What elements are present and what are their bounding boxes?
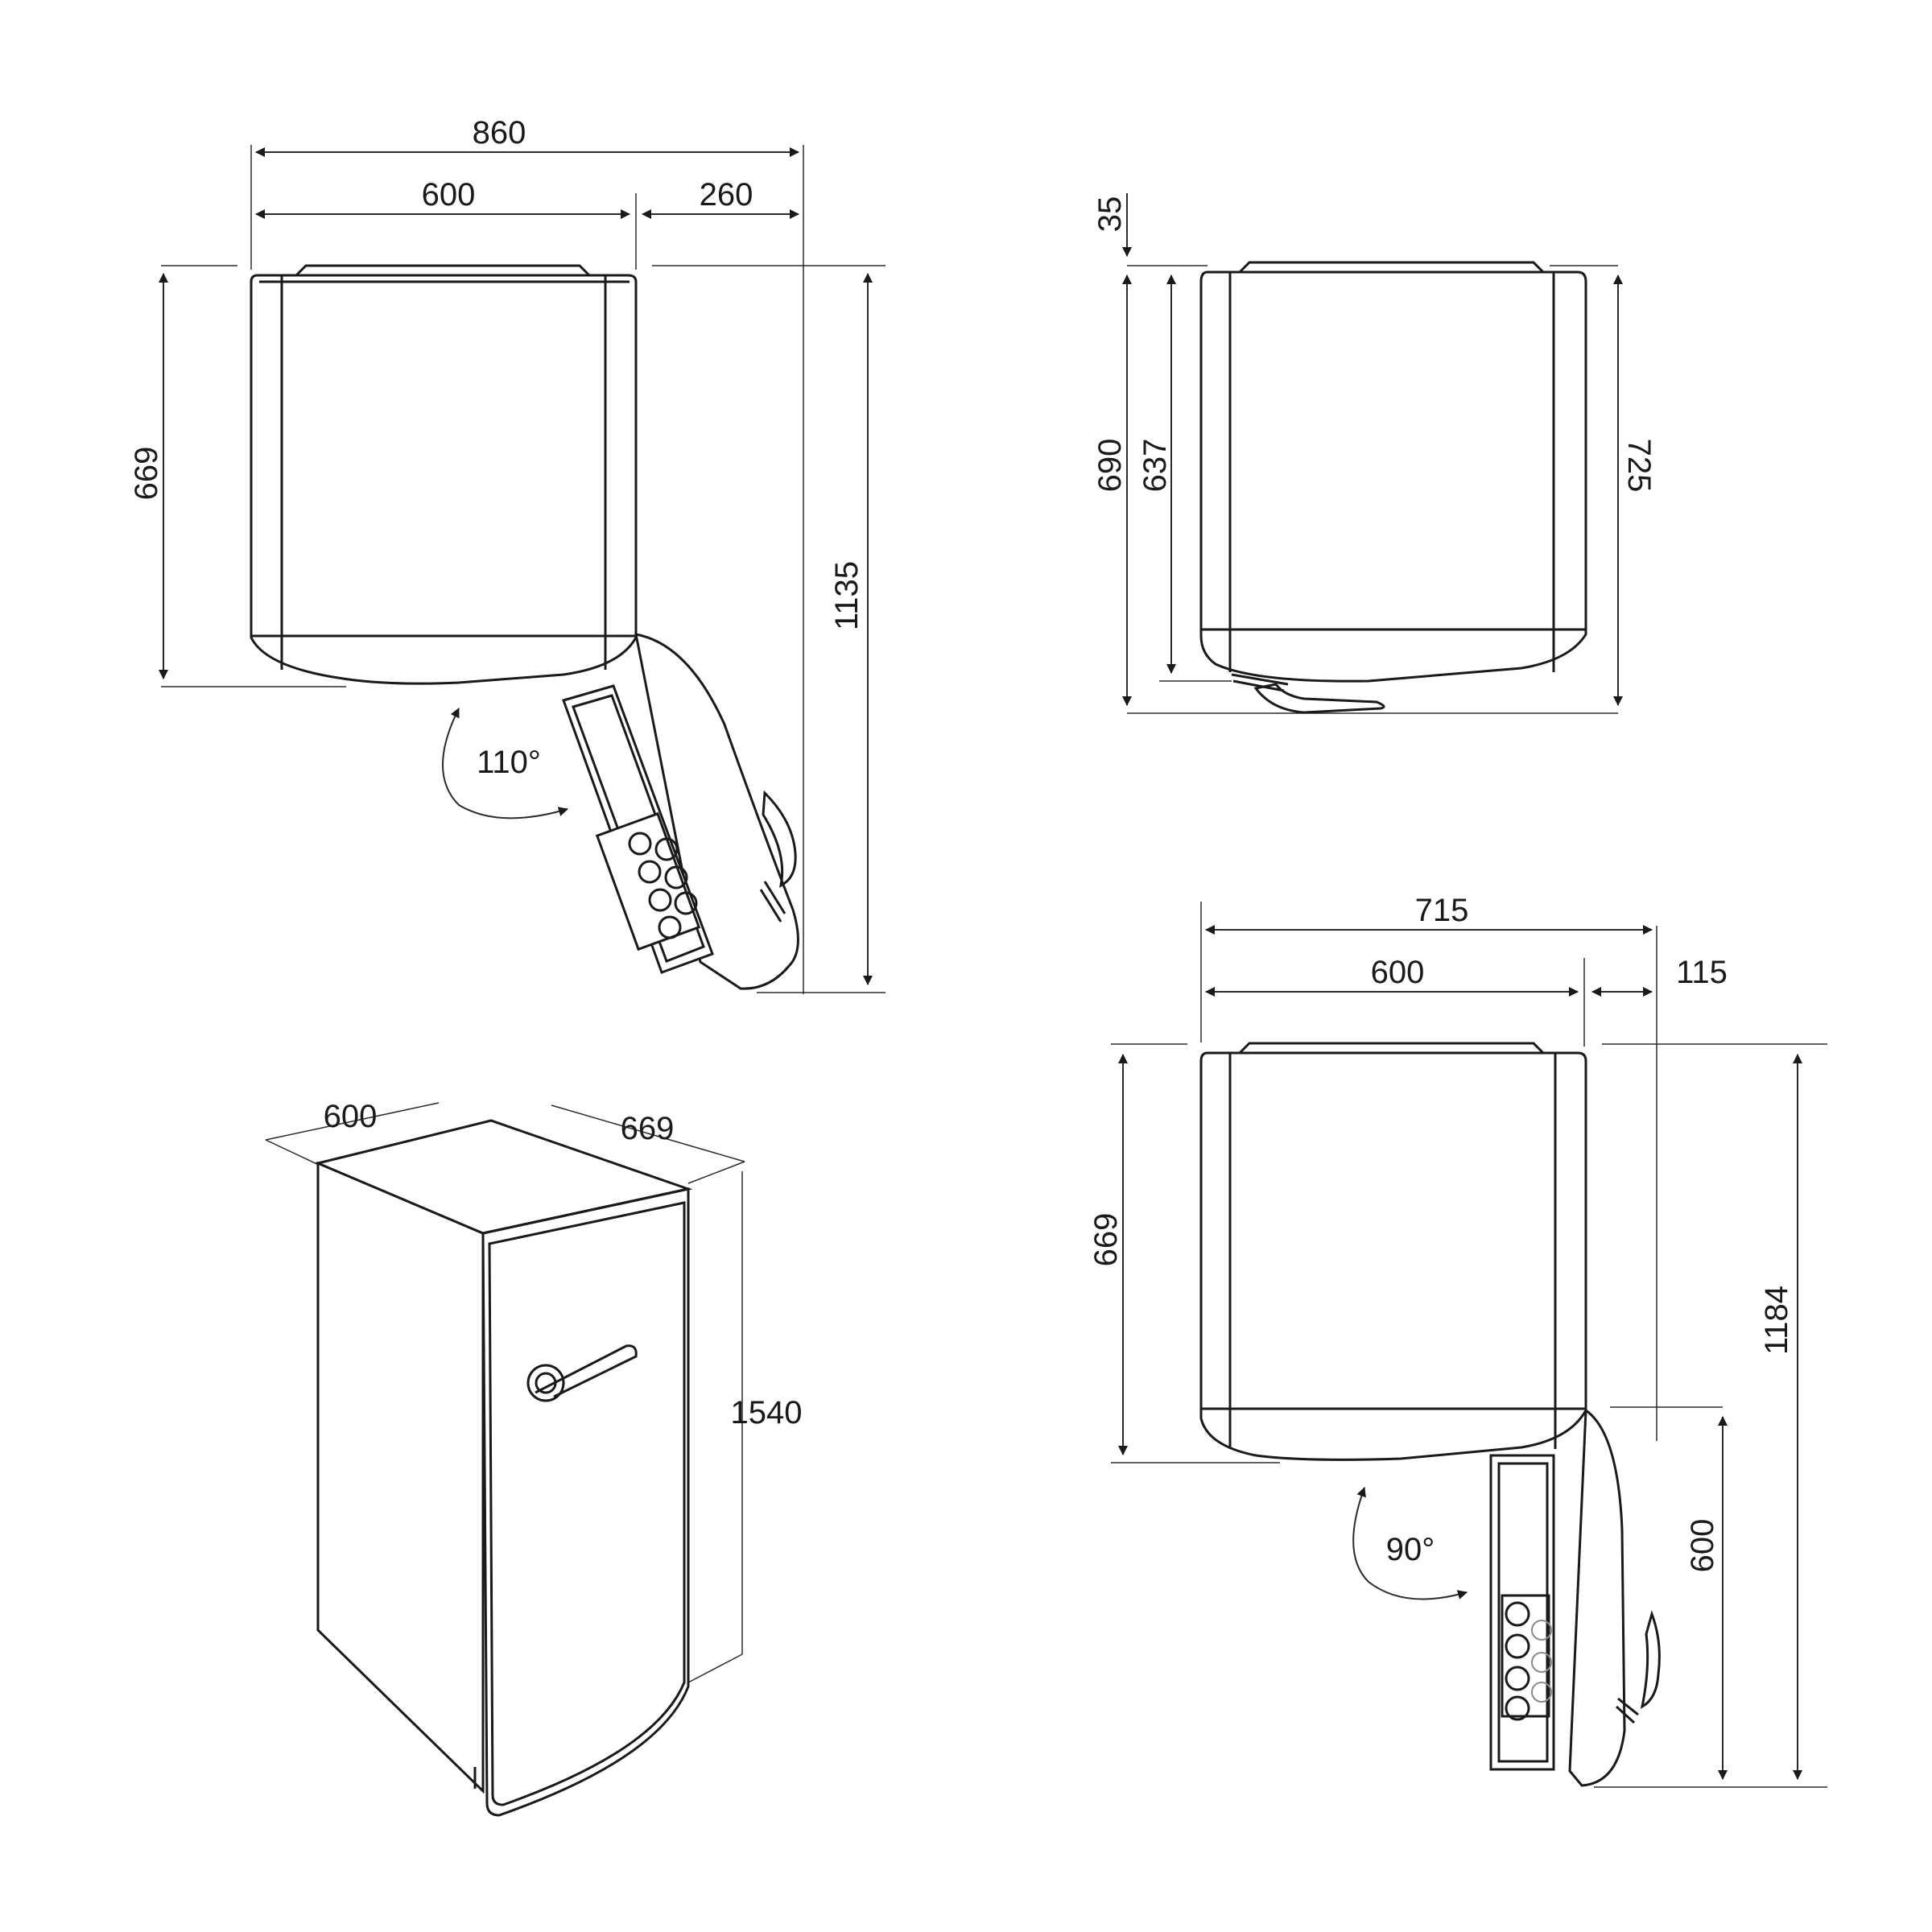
dim-door-overhang-90: 115 bbox=[1676, 955, 1728, 990]
dim-top-offset: 35 bbox=[1092, 196, 1128, 233]
dim-open-depth: 1135 bbox=[829, 561, 865, 630]
side-view: 35 690 637 725 bbox=[1092, 193, 1657, 714]
dim-depth-725: 725 bbox=[1621, 439, 1657, 493]
dim-line-669-persp bbox=[551, 1104, 745, 1162]
dim-depth: 669 bbox=[129, 447, 164, 501]
perspective-view: 600 669 1540 bbox=[265, 1099, 803, 1817]
fridge-door bbox=[481, 1187, 690, 1817]
side-cabinet-outline bbox=[1199, 270, 1587, 683]
dim-body-width-90: 600 bbox=[1371, 955, 1425, 990]
dim-overall-width: 860 bbox=[473, 115, 526, 151]
cabinet-top-outline bbox=[250, 274, 638, 685]
door-handle-110 bbox=[762, 790, 797, 888]
persp-dim-height: 1540 bbox=[731, 1395, 803, 1430]
dim-door-depth: 600 bbox=[1685, 1519, 1720, 1573]
cabinet-top-outline-90 bbox=[1199, 1051, 1587, 1461]
top-view-110: 860 600 260 669 1135 bbox=[129, 115, 886, 994]
persp-dim-depth: 669 bbox=[621, 1111, 675, 1146]
dim-depth-90: 669 bbox=[1088, 1213, 1124, 1267]
angle-label-90: 90° bbox=[1386, 1532, 1435, 1567]
open-door-110 bbox=[634, 633, 799, 990]
top-view-90: 715 600 115 669 1184 600 bbox=[1088, 893, 1827, 1788]
fridge-body-left bbox=[316, 1161, 485, 1794]
bottle-rack-90 bbox=[1505, 1601, 1552, 1721]
angle-arc-90 bbox=[1352, 1487, 1468, 1600]
door-handle-90 bbox=[1640, 1610, 1661, 1709]
dim-overall-width-90: 715 bbox=[1415, 893, 1469, 928]
side-handle bbox=[1253, 683, 1385, 714]
dim-open-depth-90: 1184 bbox=[1759, 1286, 1794, 1355]
open-door-90 bbox=[1568, 1408, 1626, 1787]
persp-dim-width: 600 bbox=[324, 1099, 378, 1134]
angle-arc-110 bbox=[442, 708, 568, 819]
dim-body-width: 600 bbox=[422, 177, 476, 213]
angle-label-110: 110° bbox=[477, 745, 541, 780]
bottle-rack bbox=[628, 832, 698, 939]
dim-depth-637: 637 bbox=[1137, 439, 1173, 493]
fridge-handle bbox=[526, 1344, 638, 1402]
dim-door-overhang: 260 bbox=[700, 177, 753, 213]
door-inner-liner-90 bbox=[1489, 1454, 1555, 1771]
dim-line-600-persp bbox=[265, 1102, 440, 1141]
dim-depth-690: 690 bbox=[1092, 439, 1128, 493]
